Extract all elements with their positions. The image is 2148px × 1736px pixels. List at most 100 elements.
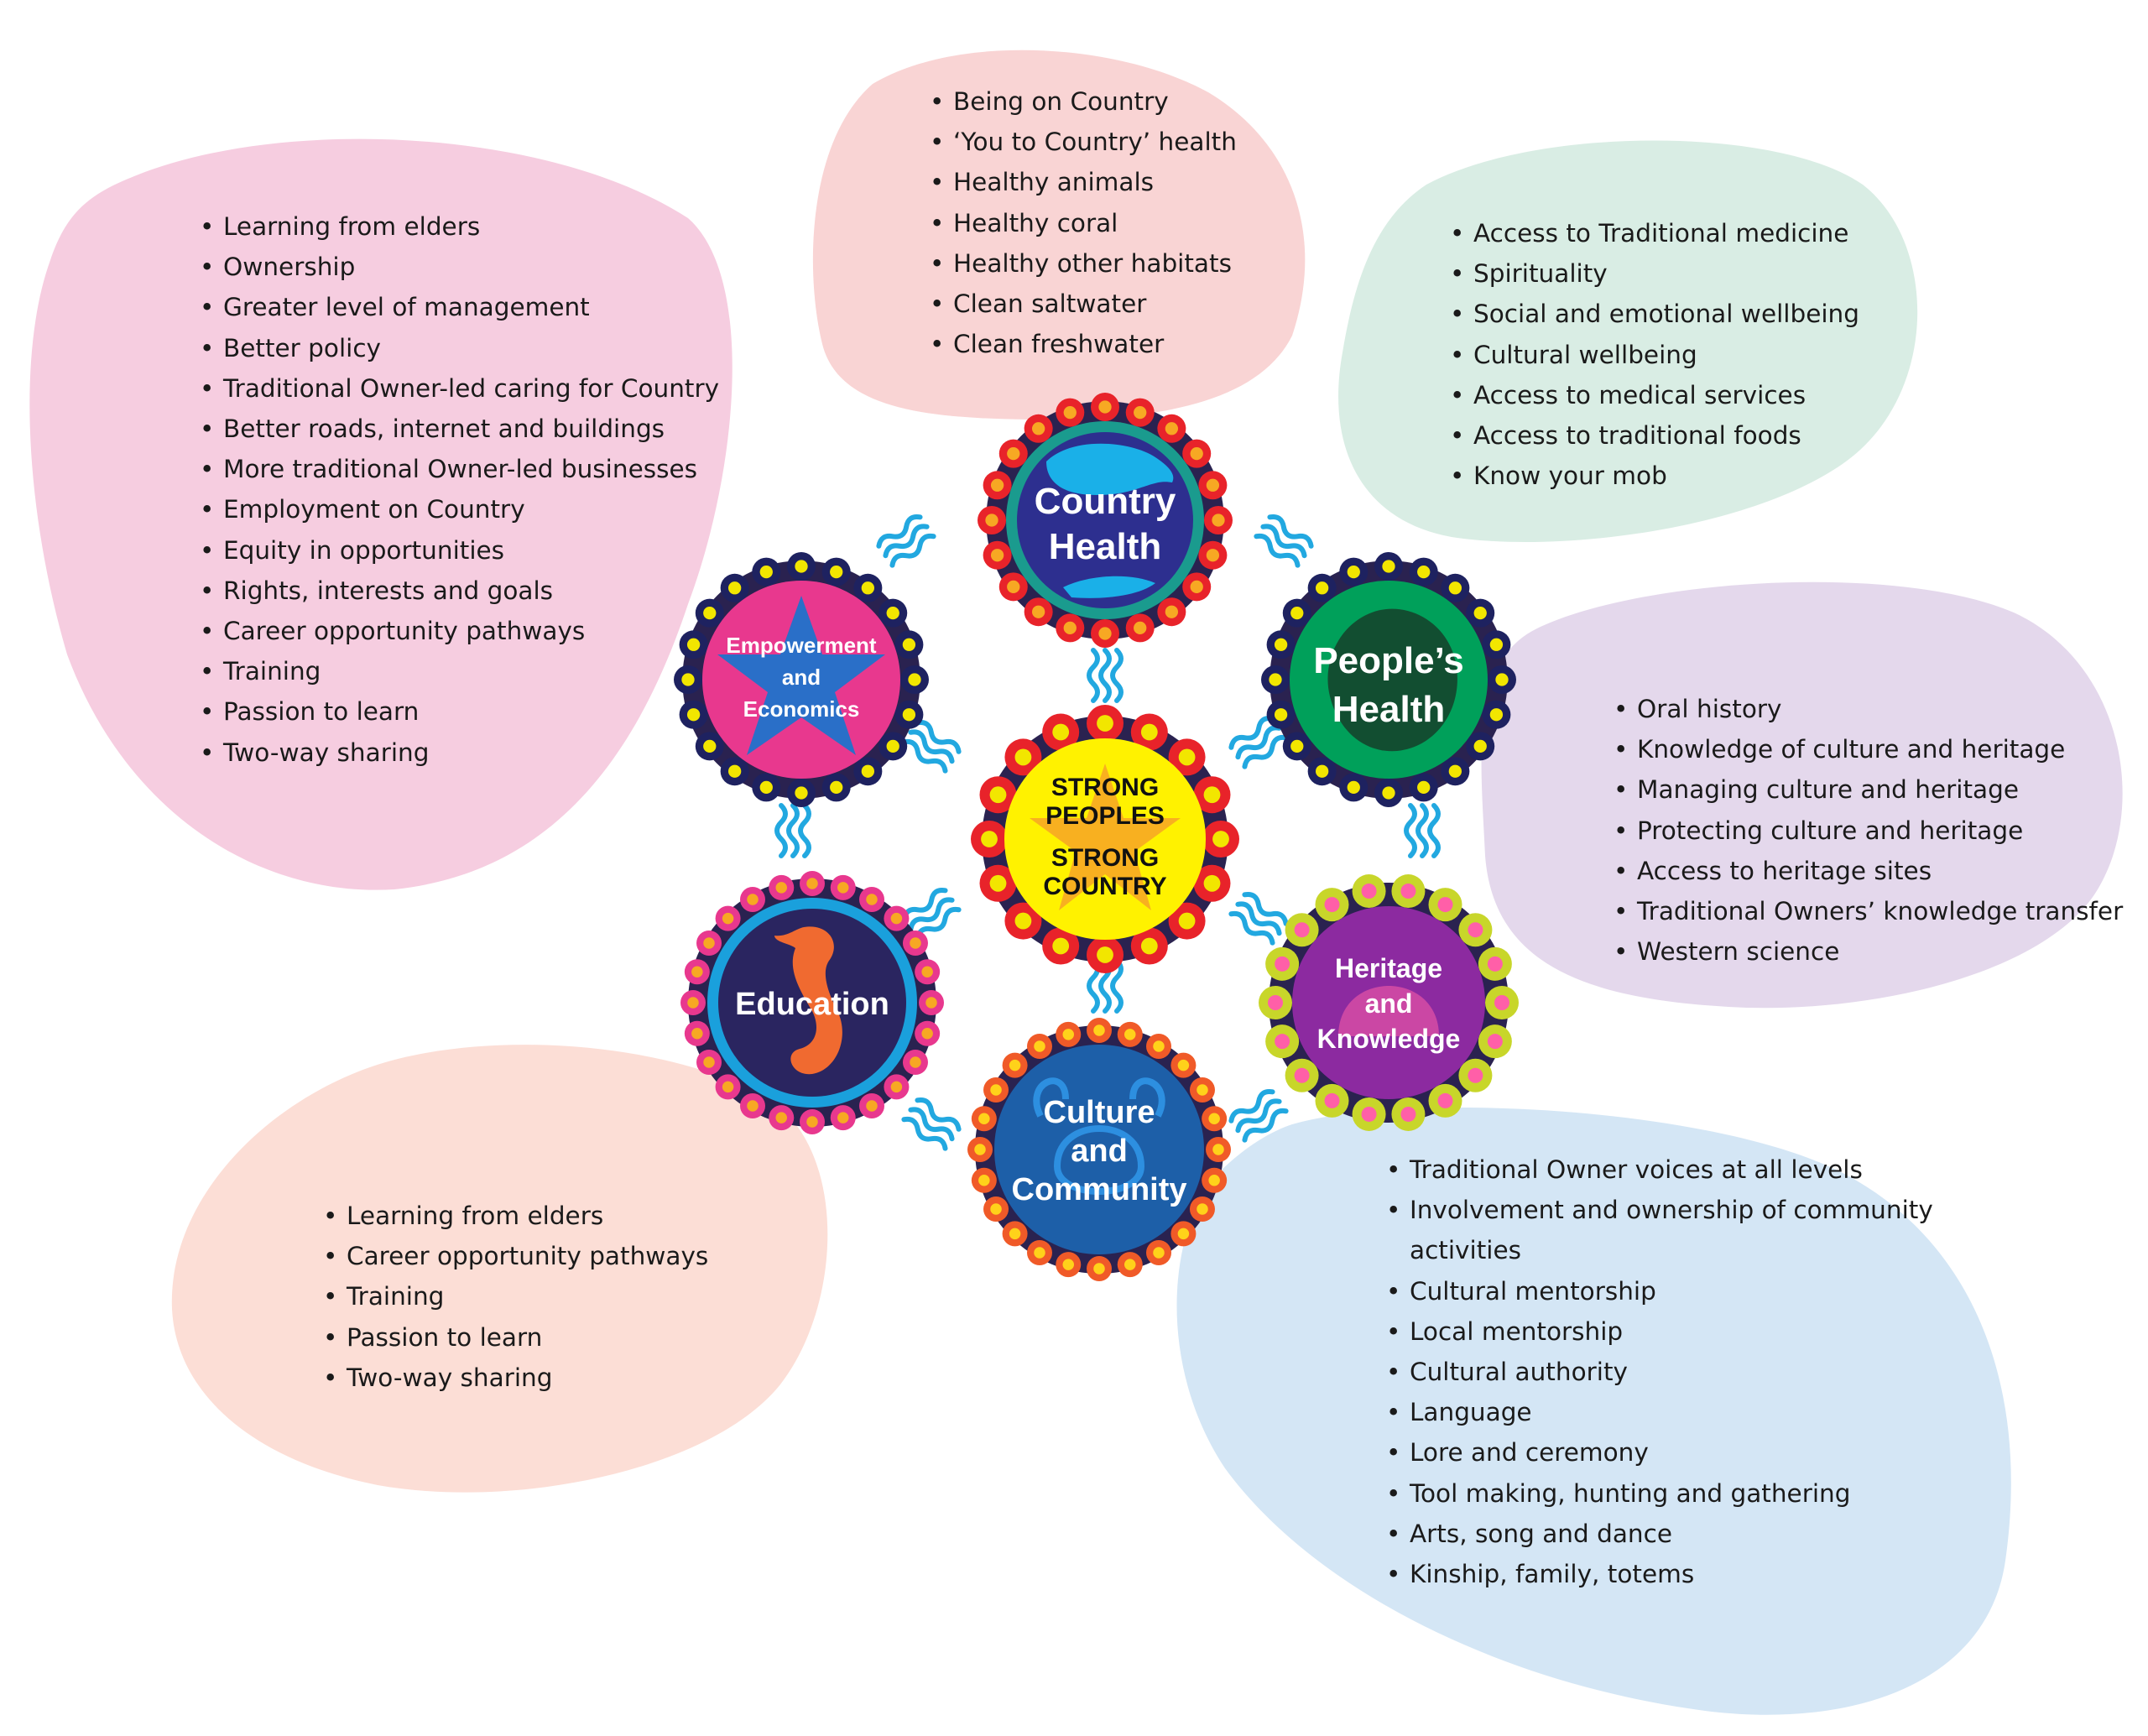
ring-bead-center: [1315, 581, 1329, 595]
ring-bead-center: [1494, 995, 1509, 1010]
ring-bead-center: [989, 786, 1007, 804]
list-item: Training: [323, 1276, 708, 1316]
ring-bead-center: [1275, 1034, 1290, 1050]
list-item: Western science: [1614, 931, 2123, 972]
ring-bead-center: [1473, 606, 1487, 620]
ring-bead-center: [1178, 912, 1196, 930]
list-item: Cultural mentorship: [1386, 1271, 1933, 1311]
ring-bead-center: [1007, 446, 1020, 461]
ring-bead-center: [1124, 1259, 1136, 1270]
shell-icon: [1338, 986, 1439, 1036]
ring-bead-center: [1400, 1106, 1416, 1122]
node-label-2: and: [782, 665, 821, 690]
ring-bead-center: [830, 780, 843, 795]
ring-bead-center: [1190, 580, 1203, 594]
list-item: Protecting culture and heritage: [1614, 811, 2123, 851]
list-item: Passion to learn: [323, 1317, 708, 1358]
ring-bead-center: [1417, 565, 1431, 579]
ring-bead-center: [1153, 1247, 1165, 1259]
list-item: Rights, interests and goals: [200, 571, 719, 611]
ring-bead-center: [1034, 1247, 1045, 1259]
node-label-3: Community: [1012, 1172, 1187, 1207]
ring-bead-center: [1124, 1029, 1136, 1040]
list-item: Language: [1386, 1392, 1933, 1432]
node-peoples-health[interactable]: People’s Health: [1261, 552, 1516, 807]
list-heritage: Oral historyKnowledge of culture and her…: [1614, 689, 2123, 972]
center-line-3: STRONG: [1051, 844, 1159, 872]
ring-bead-center: [1197, 1084, 1208, 1096]
ring-bead-center: [866, 1100, 878, 1112]
ring-bead-center: [861, 764, 875, 778]
list-item: Career opportunity pathways: [323, 1236, 708, 1276]
node-education[interactable]: Education: [680, 871, 944, 1134]
ring-bead-center: [1274, 638, 1288, 651]
node-country-health[interactable]: Country Health: [978, 393, 1233, 648]
ring-bead-center: [1468, 1067, 1483, 1083]
ring-bead-center: [1098, 627, 1112, 640]
list-item: Healthy coral: [930, 203, 1237, 243]
ring-bead-center: [921, 1028, 933, 1040]
ring-bead-center: [759, 565, 773, 579]
ring-bead-center: [886, 739, 899, 753]
ring-bead-center: [1098, 400, 1112, 414]
ring-bead-center: [1034, 1040, 1045, 1052]
node-label-2: Health: [1049, 526, 1161, 567]
ring-bead-center: [1063, 621, 1077, 635]
ring-bead-center: [1274, 708, 1288, 722]
list-item: Training: [200, 651, 719, 691]
ring-bead-center: [1165, 422, 1179, 435]
list-item: Healthy animals: [930, 162, 1237, 202]
ring-bead-center: [703, 1056, 715, 1068]
node-label-1: Education: [735, 987, 889, 1022]
ring-bead-center: [747, 1100, 759, 1112]
list-item: Clean freshwater: [930, 324, 1237, 364]
ring-bead-center: [1007, 580, 1020, 594]
ring-bead-center: [1487, 956, 1503, 972]
list-item: Clean saltwater: [930, 284, 1237, 324]
list-item: Tool making, hunting and gathering: [1386, 1473, 1933, 1514]
ring-bead-center: [1093, 1024, 1105, 1036]
node-label-2: and: [1365, 988, 1413, 1019]
ring-bead-center: [861, 581, 875, 595]
node-center[interactable]: STRONG PEOPLES STRONG COUNTRY: [971, 705, 1239, 973]
ring-bead-center: [1290, 739, 1304, 753]
node-empowerment[interactable]: Empowerment and Economics: [674, 552, 929, 807]
ring-bead-center: [886, 606, 899, 620]
node-label-3: Economics: [743, 696, 860, 722]
node-culture[interactable]: Culture and Community: [967, 1018, 1231, 1281]
ring-bead-center: [990, 1084, 1002, 1096]
ring-bead-center: [866, 894, 878, 905]
ring-bead-center: [806, 1116, 818, 1128]
ring-bead-center: [795, 786, 808, 800]
center-line-1: STRONG: [1051, 774, 1159, 801]
list-item: Greater level of management: [200, 287, 719, 327]
node-label-1: Country: [1035, 481, 1176, 522]
ring-bead-center: [1268, 995, 1283, 1010]
ring-bead-center: [687, 997, 699, 1009]
node-label-1: Heritage: [1335, 953, 1442, 983]
list-item: Career opportunity pathways: [200, 611, 719, 651]
ring-bead-center: [990, 1203, 1002, 1215]
ring-bead-center: [902, 708, 916, 722]
list-item: Two-way sharing: [323, 1358, 708, 1398]
ring-bead-center: [1014, 912, 1032, 930]
ring-bead-center: [1495, 673, 1509, 686]
ring-bead-center: [1134, 405, 1147, 420]
ring-bead-center: [1097, 715, 1113, 732]
list-item: Managing culture and heritage: [1614, 769, 2123, 810]
ring-bead-center: [908, 673, 921, 686]
ring-bead-center: [1489, 708, 1504, 722]
list-item: Cultural authority: [1386, 1352, 1933, 1392]
ring-bead-center: [910, 937, 921, 949]
list-item: Local mentorship: [1386, 1311, 1933, 1352]
ring-bead-center: [1275, 956, 1290, 972]
list-item: activities: [1410, 1236, 1521, 1265]
ring-bead-center: [691, 1028, 703, 1040]
starfish-icon: [717, 596, 885, 755]
node-label-2: and: [1071, 1134, 1128, 1169]
ring-bead-center: [1206, 478, 1220, 492]
ring-bead-center: [1052, 723, 1070, 741]
list-item: Employment on Country: [200, 489, 719, 529]
node-heritage[interactable]: Heritage and Knowledge: [1259, 874, 1519, 1131]
seahorse-icon: [774, 926, 842, 1075]
